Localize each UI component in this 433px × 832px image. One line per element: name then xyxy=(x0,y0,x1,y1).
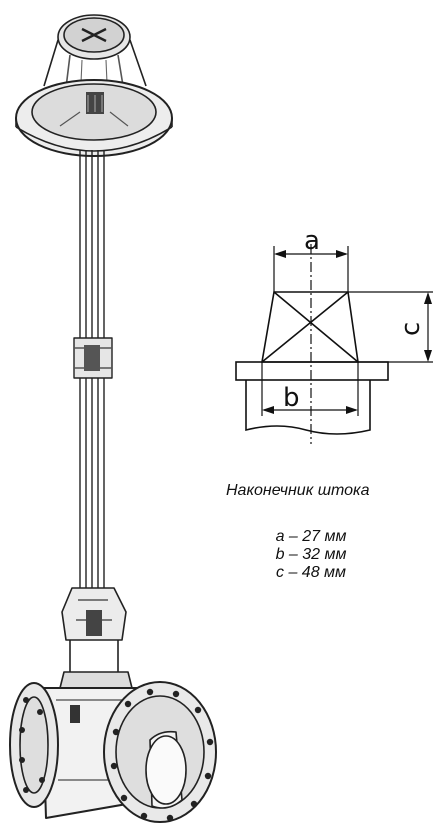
label-c: c xyxy=(396,322,426,336)
dimension-b-value: b – 32 мм xyxy=(275,546,347,563)
dimension-a-value: a – 27 мм xyxy=(275,528,347,545)
valve-assembly-drawing xyxy=(9,14,217,823)
lower-yoke xyxy=(59,587,133,689)
label-b: b xyxy=(283,383,300,413)
dimension-list: a – 27 мм b – 32 мм c – 48 мм xyxy=(226,528,396,582)
handwheel-disc xyxy=(15,79,173,157)
dimension-b xyxy=(261,362,359,416)
lower-shaft xyxy=(245,380,371,435)
stem-tip-drawing xyxy=(235,244,433,444)
dimension-c-value: c – 48 мм xyxy=(276,564,346,581)
extension-rod xyxy=(73,150,113,590)
label-a: a xyxy=(304,226,320,256)
caption-title: Наконечник штока xyxy=(226,482,370,499)
valve-body xyxy=(9,681,217,823)
square-head xyxy=(261,291,359,363)
flange-plate xyxy=(235,361,389,381)
dimension-c xyxy=(348,291,433,363)
dimension-a xyxy=(273,246,349,292)
